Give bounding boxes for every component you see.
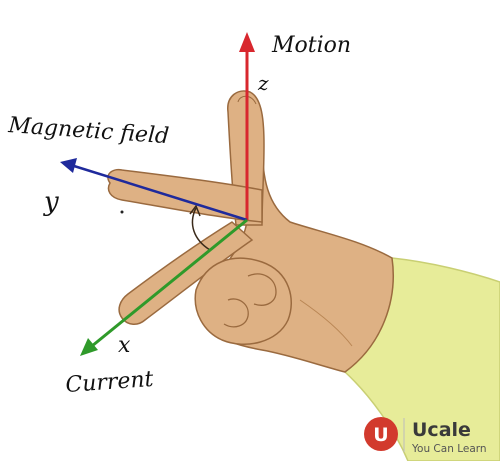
- motion-arrowhead: [239, 32, 255, 52]
- current-arrow-shaft: [91, 218, 248, 348]
- field-arrowhead: [60, 158, 77, 173]
- ring-finger-knuckle: [247, 273, 277, 306]
- dot-mark: [120, 210, 124, 214]
- current-label: Current: [65, 367, 155, 398]
- ucale-logo-circle: [364, 417, 398, 451]
- little-finger-knuckle: [223, 298, 249, 328]
- ucale-logo: U Ucale You Can Learn: [364, 417, 487, 455]
- axis-x-label: x: [118, 333, 131, 358]
- index-finger: [107, 168, 263, 223]
- axis-z-label: z: [257, 71, 269, 95]
- curled-fingers: [194, 257, 292, 345]
- magnetic-field-label: Magnetic field: [7, 113, 170, 149]
- motion-label: Motion: [271, 33, 351, 58]
- angle-arc: [191, 207, 211, 251]
- axis-y-label: y: [43, 187, 59, 217]
- ucale-logo-letter: U: [373, 424, 388, 446]
- current-arrowhead: [80, 338, 98, 356]
- ucale-brand-tagline: You Can Learn: [411, 443, 487, 455]
- field-arrow-shaft: [73, 164, 248, 222]
- angle-arc-arrowhead: [189, 204, 201, 217]
- ucale-brand-name: Ucale: [412, 419, 471, 441]
- palm-crease: [299, 299, 353, 347]
